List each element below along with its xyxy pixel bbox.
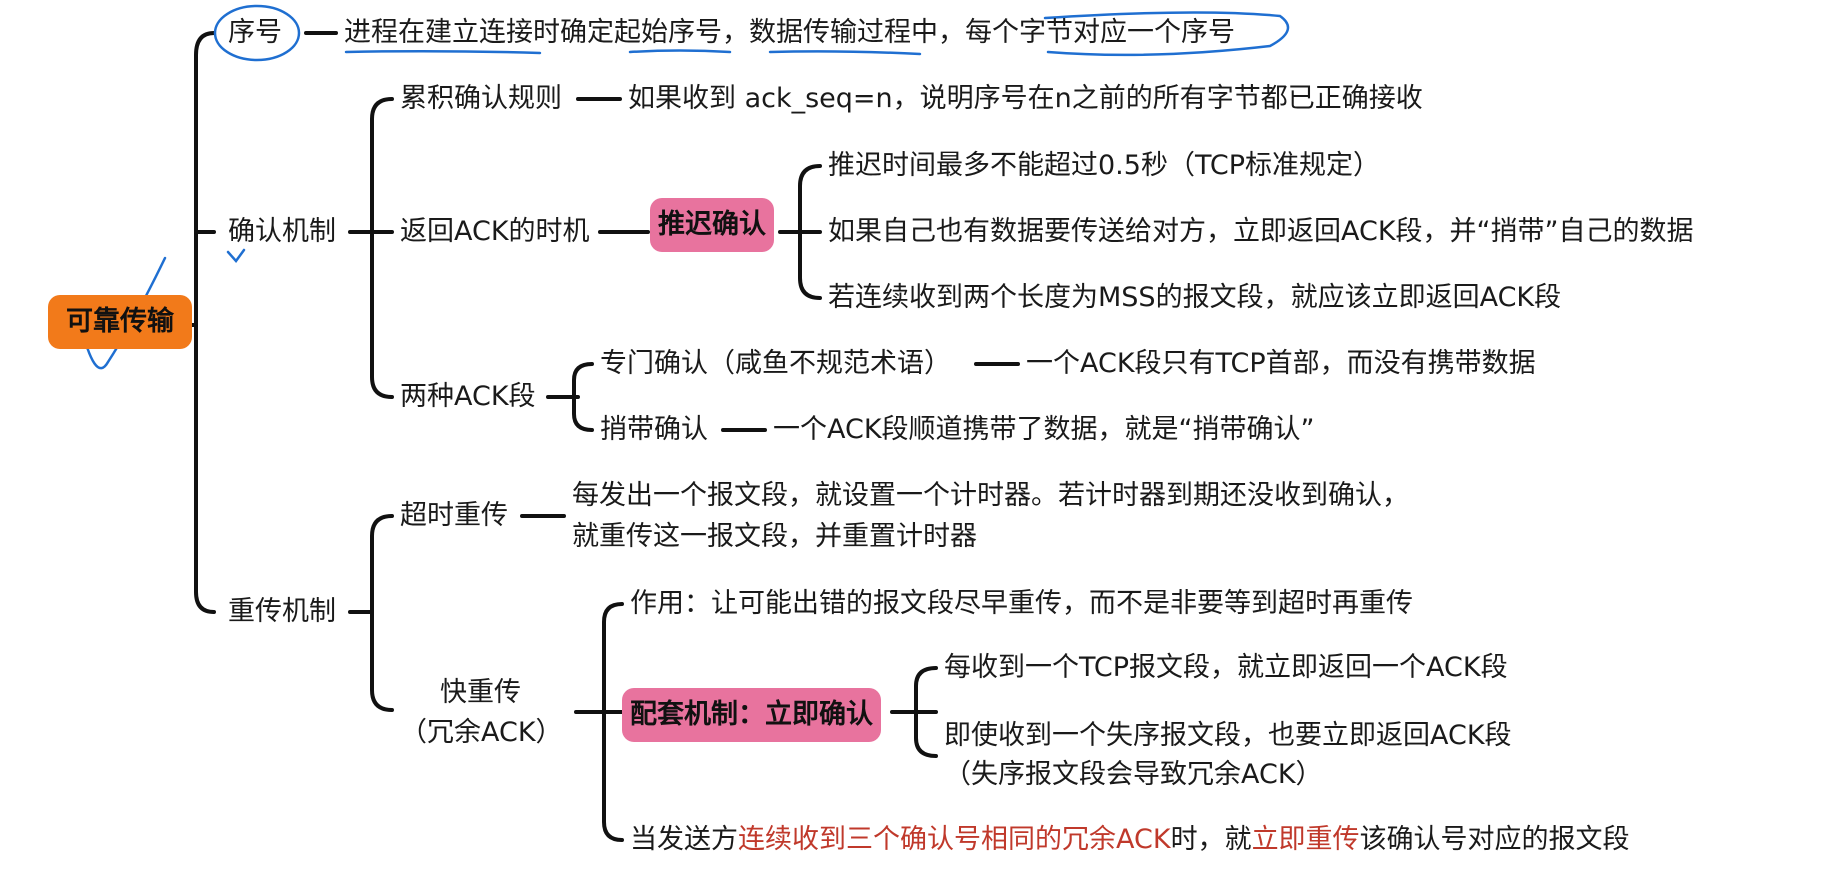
ack-types-label: 两种ACK段 [400, 381, 536, 412]
handwritten-annotations [78, 4, 1290, 370]
rule-highlight-2: 立即重传 [1251, 824, 1360, 855]
rule-part-1: 当发送方 [630, 824, 738, 855]
immediate-ack-item-1: 每收到一个TCP报文段，就立即返回一个ACK段 [944, 652, 1508, 683]
rule-highlight-1: 连续收到三个确认号相同的冗余ACK [738, 824, 1171, 855]
retrans-label: 重传机制 [228, 596, 336, 627]
dedicated-ack-label: 专门确认（咸鱼不规范术语） [600, 348, 951, 379]
fast-retrans-label-1: 快重传 [440, 677, 521, 708]
timing-item-1: 推迟时间最多不能超过0.5秒（TCP标准规定） [828, 150, 1380, 181]
timing-item-3: 若连续收到两个长度为MSS的报文段，就应该立即返回ACK段 [828, 282, 1562, 313]
piggyback-ack-label: 捎带确认 [600, 414, 708, 445]
timing-item-2: 如果自己也有数据要传送给对方，立即返回ACK段，并“捎带”自己的数据 [828, 216, 1694, 247]
immediate-ack-node: 配套机制：立即确认 [622, 688, 881, 742]
fast-retrans-purpose: 作用：让可能出错的报文段尽早重传，而不是非要等到超时再重传 [630, 588, 1413, 619]
ack-label: 确认机制 [228, 216, 336, 247]
seq-desc: 进程在建立连接时确定起始序号，数据传输过程中，每个字节对应一个序号 [344, 17, 1235, 48]
timeout-desc-line2: 就重传这一报文段，并重置计时器 [572, 521, 977, 552]
root-node: 可靠传输 [48, 295, 192, 349]
ack-timing-label: 返回ACK的时机 [400, 216, 590, 247]
piggyback-ack-desc: 一个ACK段顺道携带了数据，就是“捎带确认” [773, 414, 1315, 445]
immediate-ack-note: （失序报文段会导致冗余ACK） [944, 759, 1323, 790]
timeout-label: 超时重传 [400, 500, 508, 531]
timeout-desc-line1: 每发出一个报文段，就设置一个计时器。若计时器到期还没收到确认， [572, 480, 1409, 511]
fast-retrans-label-2: （冗余ACK） [400, 717, 563, 748]
seq-label: 序号 [228, 17, 282, 48]
rule-part-3: 该确认号对应的报文段 [1359, 824, 1630, 855]
delayed-ack-node: 推迟确认 [650, 198, 774, 252]
immediate-ack-item-2: 即使收到一个失序报文段，也要立即返回ACK段 [944, 720, 1512, 751]
cumulative-label: 累积确认规则 [400, 83, 562, 114]
dedicated-ack-desc: 一个ACK段只有TCP首部，而没有携带数据 [1026, 348, 1536, 379]
cumulative-desc: 如果收到 ack_seq=n，说明序号在n之前的所有字节都已正确接收 [628, 83, 1423, 114]
rule-part-2: 时，就 [1170, 824, 1252, 855]
fast-retrans-rule: 当发送方连续收到三个确认号相同的冗余ACK时，就立即重传该确认号对应的报文段 [630, 823, 1630, 857]
